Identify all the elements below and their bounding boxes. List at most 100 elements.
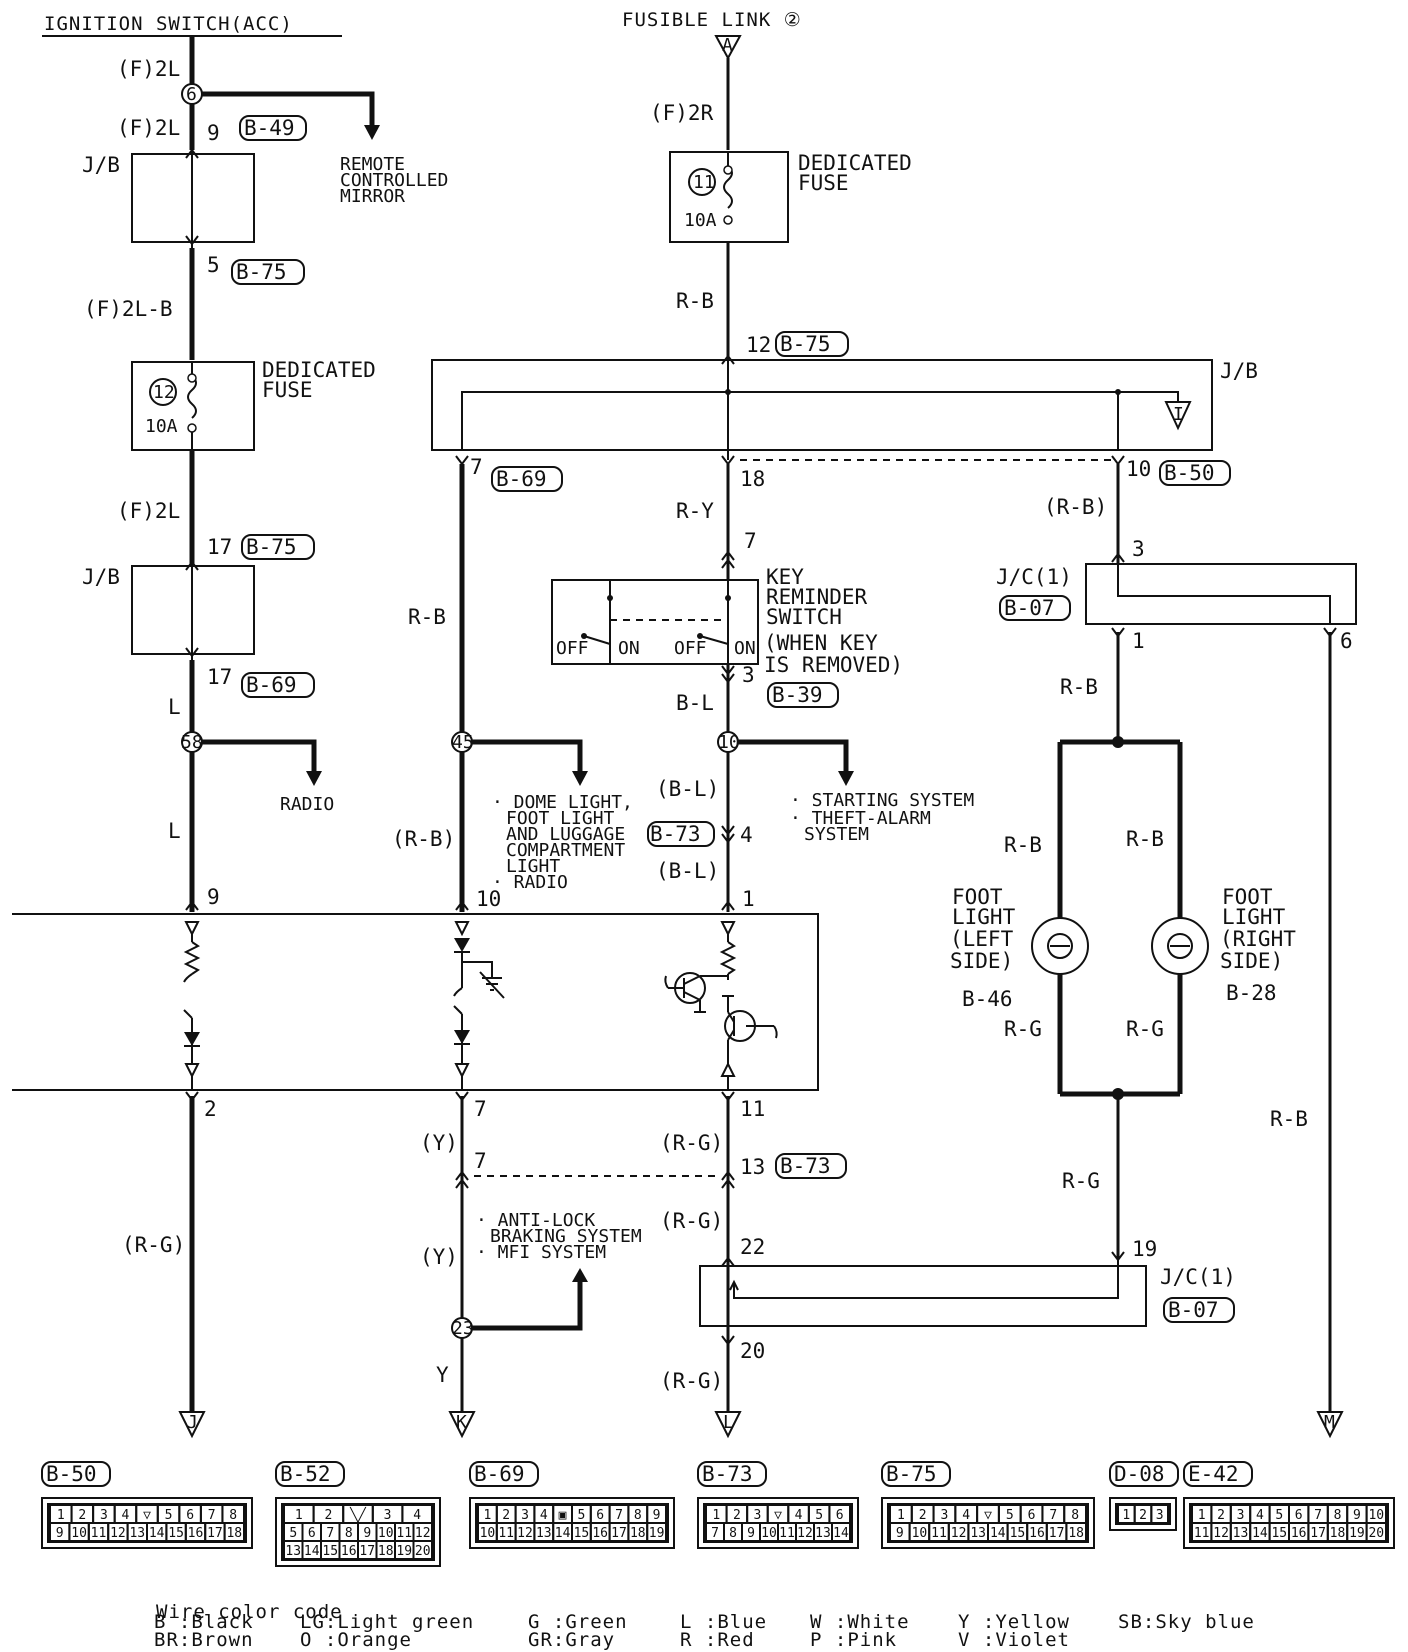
svg-text:(R-G): (R-G): [660, 1209, 723, 1233]
svg-text:LIGHT: LIGHT: [1222, 905, 1286, 929]
svg-text:11: 11: [740, 1097, 765, 1121]
connector-pin: 5: [1275, 1508, 1283, 1523]
svg-text:B-49: B-49: [244, 116, 295, 140]
svg-text:(F)2R: (F)2R: [650, 101, 714, 125]
svg-text:COMPARTMENT: COMPARTMENT: [506, 840, 625, 861]
svg-text:10: 10: [718, 732, 740, 753]
svg-text:(F)2L: (F)2L: [117, 499, 180, 523]
connector-pin: 4: [1256, 1508, 1264, 1523]
connector-pin: 7: [711, 1526, 719, 1541]
connector-pin: 1: [483, 1508, 491, 1523]
connector-pin: 10: [378, 1526, 394, 1541]
wire-color-legend: Wire color code B :BlackBR:BrownLG:Light…: [154, 1601, 1254, 1651]
svg-text:(R-G): (R-G): [660, 1369, 723, 1393]
connector-pin: 14: [833, 1526, 849, 1541]
connector-pin: 15: [168, 1526, 184, 1541]
svg-text:B-75: B-75: [236, 260, 287, 284]
svg-text:1: 1: [742, 887, 755, 911]
svg-text:(F)2L-B: (F)2L-B: [84, 297, 173, 321]
connector-pin: 1: [57, 1508, 65, 1523]
connector-pin: 17: [1049, 1526, 1065, 1541]
connector-pin: 5: [1006, 1508, 1014, 1523]
connector-pin: 11: [931, 1526, 947, 1541]
svg-text:BRAKING SYSTEM: BRAKING SYSTEM: [490, 1226, 642, 1247]
middle-circuit: A (F)2R 11 10A DEDICATED FUSE R-B 12 B-7…: [392, 35, 1258, 912]
connector-pin: 2: [324, 1508, 332, 1523]
connector-pin: 16: [592, 1526, 608, 1541]
svg-text:SIDE): SIDE): [1220, 949, 1283, 973]
connector-pin: 11: [779, 1526, 795, 1541]
svg-text:(WHEN KEY: (WHEN KEY: [764, 631, 878, 655]
connector-pin: 9: [653, 1508, 661, 1523]
svg-text:B-69: B-69: [246, 673, 297, 697]
connector-pin: 5: [165, 1508, 173, 1523]
connector-pin: 13: [1233, 1526, 1249, 1541]
svg-text:FOOT: FOOT: [952, 885, 1003, 909]
connector-pin: 8: [345, 1526, 353, 1541]
svg-text:B-75: B-75: [246, 535, 297, 559]
svg-text:J/C(1): J/C(1): [1160, 1265, 1236, 1289]
svg-text:REMOTE: REMOTE: [340, 154, 405, 175]
connector-pin: 6: [836, 1508, 844, 1523]
connector-pin: 7: [1049, 1508, 1057, 1523]
svg-text:B-75: B-75: [780, 332, 831, 356]
svg-text:· STARTING SYSTEM: · STARTING SYSTEM: [790, 790, 974, 811]
svg-text:J/B: J/B: [82, 565, 120, 589]
connector-pin: 18: [630, 1526, 646, 1541]
connector-pin: 12: [797, 1526, 813, 1541]
svg-text:L: L: [168, 819, 181, 843]
connector-pin: 18: [226, 1526, 242, 1541]
connector-pin: 4: [962, 1508, 970, 1523]
svg-text:L: L: [723, 1412, 734, 1433]
svg-text:7: 7: [744, 529, 757, 553]
svg-text:18: 18: [740, 467, 765, 491]
connector-pin: 10: [912, 1526, 928, 1541]
connector-pin: 6: [596, 1508, 604, 1523]
connector-pin: 14: [304, 1544, 320, 1559]
svg-text:K: K: [456, 1412, 467, 1433]
connector-pin: 8: [634, 1508, 642, 1523]
svg-text:Y: Y: [436, 1363, 449, 1387]
svg-text:B-L: B-L: [676, 691, 714, 715]
key-reminder-switch: [551, 579, 759, 665]
connector-pin: 12: [110, 1526, 126, 1541]
svg-text:17: 17: [207, 665, 232, 689]
connector-pin: 19: [649, 1526, 665, 1541]
svg-text:1: 1: [1132, 629, 1145, 653]
svg-text:23: 23: [452, 1318, 474, 1339]
connector-pin: 10: [1368, 1508, 1384, 1523]
svg-text:B-50: B-50: [1164, 461, 1215, 485]
connector-pin: 2: [78, 1508, 86, 1523]
connector-pin: 2: [1139, 1508, 1147, 1523]
svg-text:B-39: B-39: [772, 683, 823, 707]
connector-pin: 14: [555, 1526, 571, 1541]
connector-pin: 13: [815, 1526, 831, 1541]
connector-pin: 19: [396, 1544, 412, 1559]
connector-pin: ╲╱: [349, 1506, 367, 1523]
legend-entry: BR:Brown: [154, 1629, 254, 1651]
svg-text:Wire color code: Wire color code: [156, 1601, 343, 1623]
connector-pin: 15: [574, 1526, 590, 1541]
connector-pin: ▽: [984, 1508, 992, 1523]
connector-pin: 12: [951, 1526, 967, 1541]
svg-text:B-73: B-73: [780, 1154, 831, 1178]
connector-pin: 17: [359, 1544, 375, 1559]
svg-text:19: 19: [1132, 1237, 1157, 1261]
svg-text:7: 7: [474, 1097, 487, 1121]
connector-pin: 10: [71, 1526, 87, 1541]
svg-text:2: 2: [204, 1097, 217, 1121]
legend-entry: V :Violet: [958, 1629, 1070, 1651]
svg-text:SWITCH: SWITCH: [766, 605, 842, 629]
svg-text:DEDICATED: DEDICATED: [798, 151, 912, 175]
connector-pin: 16: [1291, 1526, 1307, 1541]
svg-text:FUSE: FUSE: [798, 171, 849, 195]
legend-entry: R :Red: [680, 1629, 755, 1651]
connector-pin: 5: [577, 1508, 585, 1523]
connector-pin: 2: [919, 1508, 927, 1523]
connector-id-label: E-42: [1188, 1462, 1239, 1486]
svg-text:11: 11: [693, 172, 715, 193]
